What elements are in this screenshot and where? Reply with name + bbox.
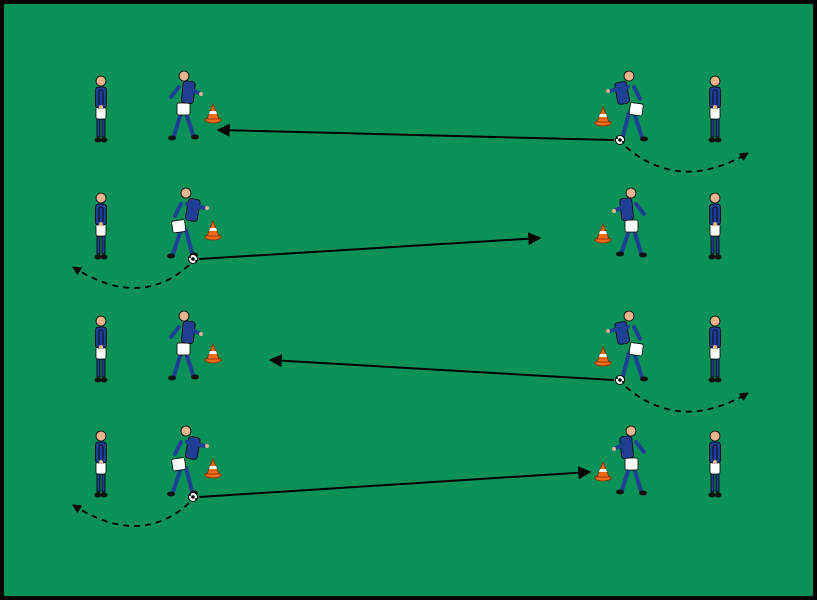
player-outer-right-row-4	[708, 430, 722, 498]
drill-objects	[94, 70, 722, 502]
player-outer-left-row-4	[94, 430, 108, 498]
ball-row-1	[615, 135, 625, 145]
player-outer-left-row-3	[94, 315, 108, 383]
player-inner-left-row-3	[168, 310, 203, 381]
player-outer-left-row-2	[94, 192, 108, 260]
player-inner-right-row-4	[612, 425, 647, 496]
player-outer-right-row-2	[708, 192, 722, 260]
cone-left-row-2	[204, 219, 222, 241]
run-arrow-row-3	[625, 386, 749, 413]
cone-right-row-4	[594, 460, 612, 482]
player-outer-left-row-1	[94, 75, 108, 143]
ball-row-4	[188, 492, 198, 502]
pitch-field	[4, 4, 813, 596]
ball-row-2	[188, 254, 198, 264]
pass-arrow-row-2	[198, 232, 542, 260]
player-inner-left-row-2	[167, 187, 209, 259]
cone-right-row-3	[594, 345, 612, 367]
cone-right-row-2	[594, 222, 612, 244]
player-outer-right-row-1	[708, 75, 722, 143]
ball-row-3	[615, 375, 625, 385]
pass-arrow-row-3	[268, 354, 615, 381]
pass-arrow-row-4	[198, 466, 592, 498]
player-outer-right-row-3	[708, 315, 722, 383]
movement-lines	[72, 123, 749, 527]
run-arrow-row-4	[72, 502, 190, 527]
cone-left-row-3	[204, 342, 222, 364]
run-arrow-row-1	[625, 146, 749, 173]
cone-right-row-1	[594, 105, 612, 127]
pass-arrow-row-1	[216, 123, 615, 141]
player-inner-right-row-2	[612, 187, 647, 258]
player-inner-left-row-4	[167, 425, 209, 497]
cone-left-row-4	[204, 457, 222, 479]
player-inner-right-row-3	[606, 310, 648, 382]
player-inner-left-row-1	[168, 70, 203, 141]
run-arrow-row-2	[72, 264, 190, 289]
cone-left-row-1	[204, 102, 222, 124]
